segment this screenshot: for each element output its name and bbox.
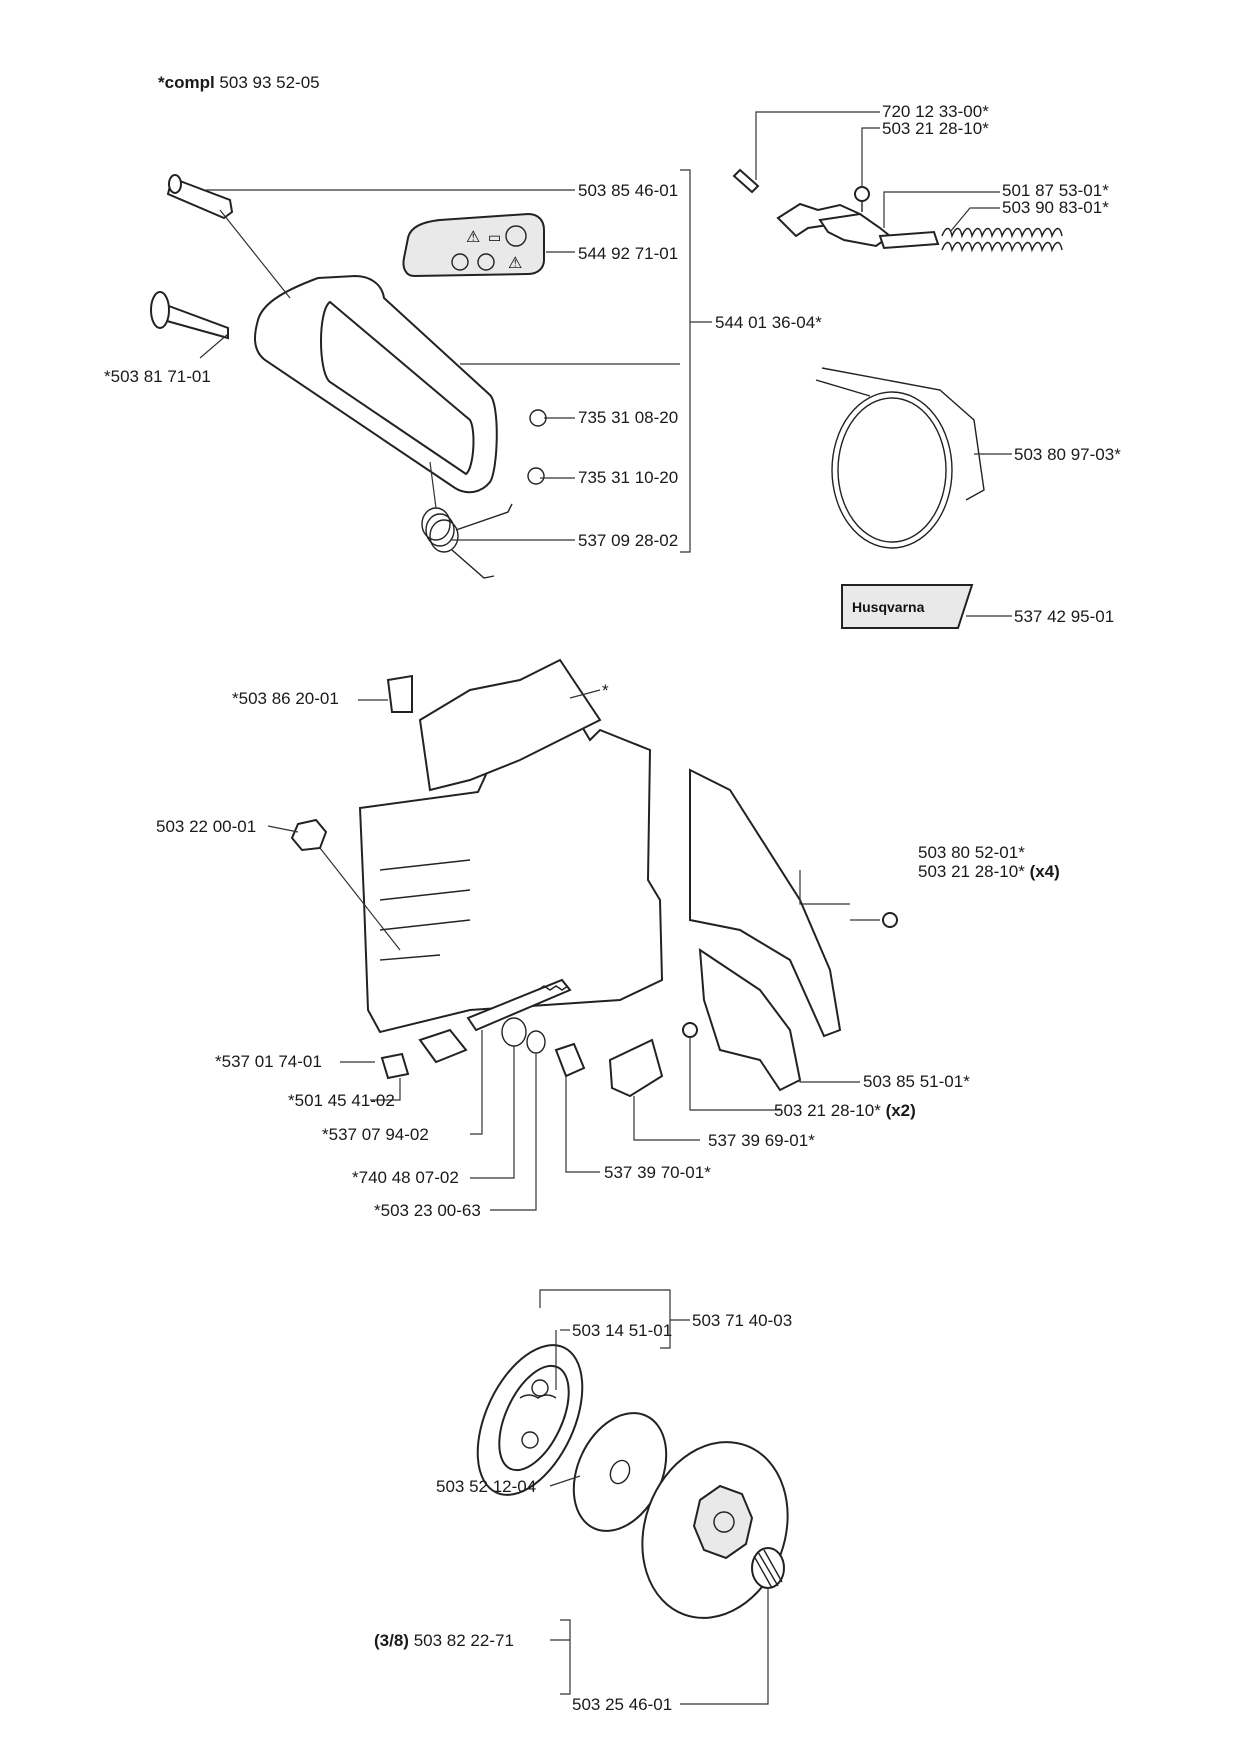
hand-guard-window: [320, 300, 475, 476]
part-label-503-21-28-10-x2: 503 21 28-10* (x2): [774, 1101, 916, 1120]
brake-lever-arm: [818, 212, 892, 248]
part-label-537-39-69-01: 537 39 69-01*: [708, 1131, 815, 1150]
part-label-720-12-33-00: 720 12 33-00*: [882, 102, 989, 121]
spring-rod-part: [878, 230, 940, 250]
guide-plate-part: [608, 1038, 664, 1098]
part-label-asterisk: *: [602, 681, 609, 700]
washer-part: [526, 1030, 546, 1054]
part-label-537-42-95-01: 537 42 95-01: [1014, 607, 1115, 626]
part-label-537-09-28-02: 537 09 28-02: [578, 531, 679, 550]
adjusting-block-part: [380, 1052, 410, 1080]
tensioner-screw-part: [466, 978, 572, 1032]
brake-lever-group: Husqvarna: [732, 111, 1063, 629]
clutch-group: [476, 1289, 789, 1705]
warning-triangle-icon-2: ⚠: [508, 253, 522, 272]
part-label-503-85-51-01: 503 85 51-01*: [863, 1072, 970, 1091]
part-label-735-31-10-20: 735 31 10-20: [578, 468, 679, 487]
clutch-drum-part: [641, 1441, 789, 1619]
pin-part: [166, 176, 234, 220]
brake-handle-group: ⚠ ▭ ⚠: [150, 169, 712, 579]
part-label-503-90-83-01: 503 90 83-01*: [1002, 198, 1109, 217]
husqvarna-decal: [841, 584, 974, 629]
tensioner-nut-part: [418, 1028, 468, 1064]
part-label-501-87-53-01: 501 87 53-01*: [1002, 181, 1109, 200]
part-label-503-23-00-63: *503 23 00-63: [374, 1201, 481, 1220]
circlip-part: [529, 409, 547, 427]
helmet-icon: [505, 225, 527, 247]
husqvarna-logo-text: Husqvarna: [852, 599, 925, 615]
part-label-503-80-97-03: 503 80 97-03*: [1014, 445, 1121, 464]
screw-part-x4: [882, 912, 898, 928]
part-label-503-22-00-01: 503 22 00-01: [156, 817, 257, 836]
guide-plate-lower-part: [698, 948, 802, 1092]
pin-head: [168, 174, 182, 194]
drive-gear-part: [554, 1042, 586, 1078]
part-label-735-31-08-20: 735 31 08-20: [578, 408, 679, 427]
header-number: 503 93 52-05: [219, 73, 320, 92]
nut-part: [290, 818, 328, 852]
part-label-503-52-12-04: 503 52 12-04: [436, 1477, 537, 1496]
manual-book-icon: ▭: [488, 230, 501, 246]
prohibited-icon-1: [451, 253, 469, 271]
circlip-part-2: [527, 467, 545, 485]
part-label-544-92-71-01: 544 92 71-01: [578, 244, 679, 263]
part-label-501-45-41-02: *501 45 41-02: [288, 1091, 395, 1110]
part-label-503-86-20-01: *503 86 20-01: [232, 689, 339, 708]
prohibited-icon-2: [477, 253, 495, 271]
header-prefix: *compl: [158, 73, 215, 92]
torsion-spring-part: [421, 503, 513, 579]
part-label-503-80-52-01: 503 80 52-01*: [918, 843, 1025, 862]
part-label-537-01-74-01: *537 01 74-01: [215, 1052, 322, 1071]
part-label-503-81-71-01: *503 81 71-01: [104, 367, 211, 386]
clutch-washer-part: [572, 1412, 668, 1532]
clutch-cover-group: [267, 658, 898, 1211]
brake-spring-part: [941, 227, 1063, 253]
screw-part: [682, 1022, 698, 1038]
part-label-537-07-94-02: *537 07 94-02: [322, 1125, 429, 1144]
part-label-503-21-28-10-x4: 503 21 28-10* (x4): [918, 862, 1060, 881]
insert-part: [386, 674, 413, 713]
screw-head-part: [854, 186, 870, 202]
roll-pin-part: [732, 168, 760, 194]
assembly-header: *compl 503 93 52-05: [158, 74, 320, 92]
part-label-537-39-70-01: 537 39 70-01*: [604, 1163, 711, 1182]
pivot-pin-head: [150, 291, 170, 329]
part-label-503-85-46-01: 503 85 46-01: [578, 181, 679, 200]
brake-band-part: [815, 367, 985, 549]
part-label-503-82-22-71: (3/8) 503 82 22-71: [374, 1631, 514, 1650]
chain-guard-part: [689, 768, 842, 1038]
part-label-544-01-36-04: 544 01 36-04*: [715, 313, 822, 332]
part-label-503-21-28-10: 503 21 28-10*: [882, 119, 989, 138]
part-label-740-48-07-02: *740 48 07-02: [352, 1168, 459, 1187]
warning-triangle-icon: ⚠: [466, 227, 480, 246]
needle-bearing-part: [751, 1547, 785, 1589]
part-label-503-25-46-01: 503 25 46-01: [572, 1695, 673, 1714]
o-ring-part: [501, 1017, 527, 1047]
part-label-503-71-40-03: 503 71 40-03: [692, 1311, 793, 1330]
part-label-503-14-51-01: 503 14 51-01: [572, 1321, 673, 1340]
cover-upper-part: [418, 658, 602, 792]
